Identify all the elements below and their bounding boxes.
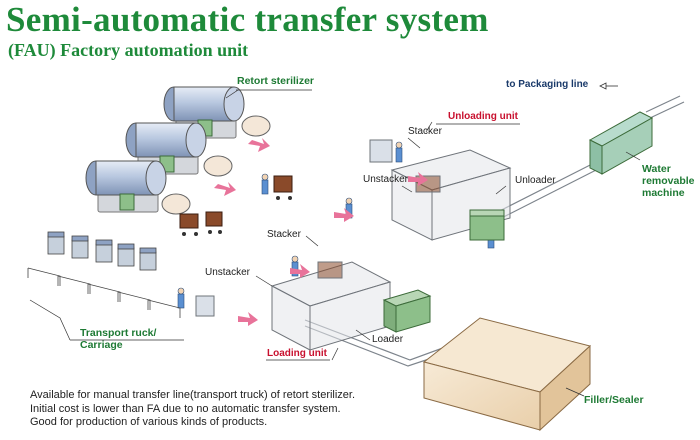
label-water-removable-machine: Water removable machine <box>642 163 695 199</box>
page-title: Semi-automatic transfer system <box>6 0 489 39</box>
retort-sterilizer-2 <box>125 122 233 177</box>
label-filler-sealer: Filler/Sealer <box>584 394 644 406</box>
description-line-3: Good for production of various kinds of … <box>30 416 268 428</box>
label-unstacker-top: Unstacker <box>363 174 409 185</box>
water-removable-machine <box>588 111 654 175</box>
truck-wheels <box>182 196 292 236</box>
leader-lines <box>29 89 641 397</box>
flow-arrows <box>214 138 428 326</box>
water-label-line-2: removable <box>642 175 695 187</box>
label-stacker-bottom: Stacker <box>267 229 301 240</box>
label-retort-sterilizer: Retort sterilizer <box>237 75 315 87</box>
transport-carriages <box>27 231 181 318</box>
loader-panel <box>382 289 432 333</box>
label-stacker-top: Stacker <box>408 126 442 137</box>
filler-sealer-box <box>422 317 592 432</box>
to-packaging-arrow <box>599 82 618 90</box>
unloader-machine <box>469 209 505 241</box>
water-label-line-1: Water <box>642 163 671 175</box>
retort-sterilizer-3 <box>85 160 191 215</box>
label-unloading-unit: Unloading unit <box>448 111 518 122</box>
label-loading-unit: Loading unit <box>267 348 327 359</box>
truck-near-sterilizer <box>179 175 293 229</box>
description-text: Available for manual transfer line(trans… <box>30 389 355 430</box>
label-unstacker-bottom: Unstacker <box>205 267 251 278</box>
transport-label-line-2: Carriage <box>80 339 123 351</box>
description-line-1: Available for manual transfer line(trans… <box>30 389 356 401</box>
label-loader: Loader <box>372 334 404 345</box>
water-label-line-3: machine <box>642 187 685 199</box>
description-line-2: Initial cost is lower than FA due to no … <box>30 402 341 415</box>
label-transport-truck: Transport ruck/ Carriage <box>80 327 156 351</box>
label-to-packaging-line: to Packaging line <box>506 79 589 90</box>
page-subtitle: (FAU) Factory automation unit <box>8 40 249 60</box>
transport-label-line-1: Transport ruck/ <box>80 327 157 339</box>
label-unloader: Unloader <box>515 175 556 186</box>
loading-unit-frame <box>195 261 392 351</box>
